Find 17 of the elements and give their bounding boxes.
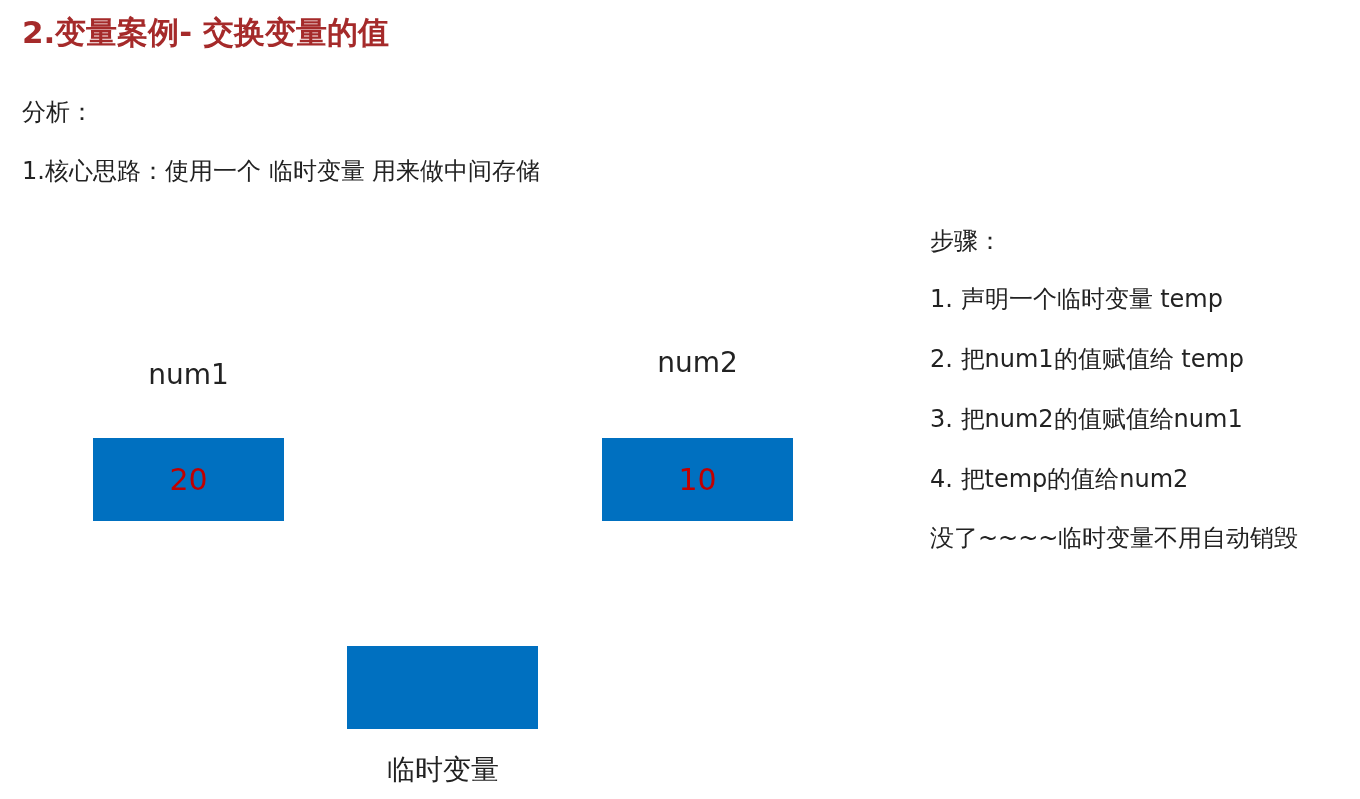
variable-name: 临时变量	[385, 752, 500, 788]
note-text: 分析：	[22, 97, 94, 128]
value-text: 20	[169, 462, 208, 497]
note-text: 步骤：	[930, 226, 1002, 257]
note-text: 没了~~~~临时变量不用自动销毁	[930, 523, 1299, 554]
slide-title: 2.变量案例- 交换变量的值	[22, 13, 389, 52]
variable-name: num2	[656, 346, 739, 379]
variable-box	[347, 646, 538, 729]
note-text: 4. 把temp的值给num2	[930, 464, 1189, 495]
note-text: 1. 声明一个临时变量 temp	[930, 284, 1223, 315]
value-text: 10	[678, 462, 717, 497]
note-text: 2. 把num1的值赋值给 temp	[930, 344, 1244, 375]
variable-box	[93, 438, 284, 521]
note-text: 3. 把num2的值赋值给num1	[930, 404, 1243, 435]
variable-box	[602, 438, 793, 521]
variable-name: num1	[147, 358, 230, 391]
note-text: 1.核心思路：使用一个 临时变量 用来做中间存储	[22, 156, 541, 187]
